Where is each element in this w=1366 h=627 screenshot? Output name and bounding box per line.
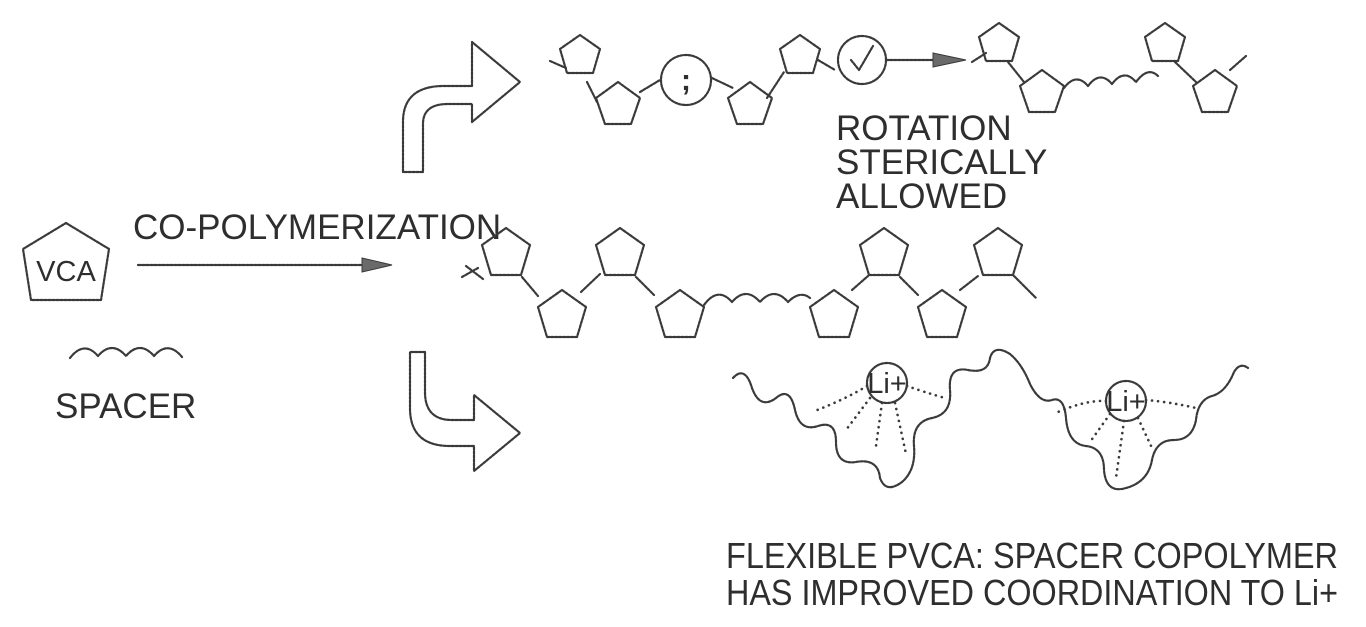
pentagon-ring: [858, 226, 910, 277]
rotation-caption-line: STERICALLY: [836, 143, 1047, 182]
curved-arrow-up-right-icon: [401, 40, 522, 174]
pentagon-ring: [977, 21, 1021, 63]
copolymerization-label: CO-POLYMERIZATION: [133, 208, 501, 247]
pentagon-ring: [594, 80, 642, 126]
pentagon-ring: [594, 226, 646, 277]
coordination-bond: [874, 401, 884, 448]
coordination-bond: [810, 384, 869, 414]
vca-label: VCA: [36, 256, 96, 288]
pentagon-ring: [536, 288, 588, 339]
coordination-bond: [1056, 399, 1108, 414]
coordination-bond: [1088, 412, 1112, 444]
spacer-label: SPACER: [55, 387, 196, 426]
vca-monomer: VCA: [21, 221, 111, 302]
pentagon-ring: [972, 226, 1024, 277]
check-mark-icon: [849, 44, 875, 72]
bottom-caption-line: HAS IMPROVED COORDINATION TO Li+: [726, 572, 1338, 613]
lithium-label: Li+: [867, 368, 907, 400]
blocked-rotation-symbol: ;: [681, 64, 691, 97]
copolymerization-arrow: CO-POLYMERIZATION: [133, 208, 501, 273]
spacer-legend: SPACER: [55, 346, 196, 426]
pentagon-ring: [558, 33, 602, 75]
lithium-label: Li+: [1106, 386, 1146, 418]
rotation-caption-line: ALLOWED: [836, 177, 1007, 216]
coordination-bond: [893, 401, 908, 456]
pentagon-ring: [1143, 21, 1187, 63]
pentagon-ring: [808, 288, 860, 339]
coordination-bond: [1114, 419, 1126, 480]
pentagon-ring: [1018, 68, 1066, 114]
coordination-bond: [905, 384, 947, 400]
vca-pentagon: [21, 221, 111, 302]
top-polymer-chain: ;: [548, 21, 1248, 126]
arrow-head: [361, 257, 393, 273]
pentagon-ring: [916, 288, 968, 339]
curved-arrow-down-right-icon: [408, 350, 522, 473]
coordination-bond: [1144, 398, 1198, 410]
spacer-wave-icon: [68, 346, 184, 360]
pentagon-ring: [480, 226, 532, 277]
rotation-arrow-head: [932, 52, 967, 68]
allowed-rotation-circle: [836, 34, 888, 86]
spacer-wave: [702, 292, 812, 307]
pentagon-ring: [726, 80, 774, 126]
flexible-chain-coordination: Li+ Li+: [731, 348, 1250, 491]
rotation-caption-line: ROTATION: [836, 109, 1012, 148]
pentagon-ring: [778, 33, 822, 75]
pentagon-ring: [1191, 68, 1239, 114]
middle-polymer-chain: [460, 226, 1038, 339]
rotation-caption: ROTATION STERICALLY ALLOWED: [836, 109, 1047, 216]
pentagon-ring: [654, 288, 706, 339]
coordination-bond: [1136, 416, 1154, 450]
lithium-ion: [865, 361, 909, 405]
coordination-bond: [844, 396, 872, 432]
spacer-wave: [1062, 71, 1160, 90]
bottom-caption-line: FLEXIBLE PVCA: SPACER COPOLYMER: [726, 535, 1338, 576]
flexible-backbone: [731, 348, 1250, 491]
blocked-rotation-circle: [659, 53, 713, 107]
bottom-caption: FLEXIBLE PVCA: SPACER COPOLYMER HAS IMPR…: [726, 535, 1338, 613]
